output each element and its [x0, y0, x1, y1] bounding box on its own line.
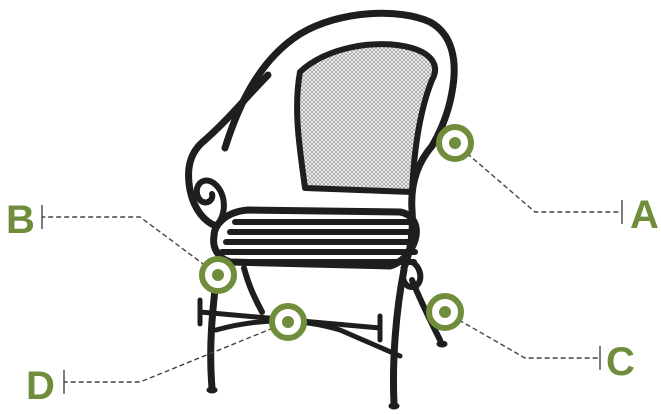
seat-slats: [218, 222, 415, 262]
callout-label-a: A: [630, 193, 659, 237]
leader-line-c: [445, 312, 600, 358]
back-left-leg: [244, 268, 262, 312]
callout-label-c: C: [606, 340, 635, 384]
foot-front-right: [389, 403, 399, 409]
callout-labels: A B C D: [6, 193, 659, 408]
callout-label-b: B: [6, 198, 35, 242]
marker-d: [272, 306, 304, 338]
marker-c: [429, 296, 461, 328]
marker-b: [202, 259, 234, 291]
marker-a: [439, 127, 471, 159]
leader-line-b: [42, 217, 218, 275]
foot-front-left: [207, 387, 217, 393]
leader-line-d: [64, 322, 288, 382]
front-right-leg: [393, 270, 404, 404]
chair-illustration: [189, 13, 455, 409]
seat-frame: [214, 210, 417, 266]
foot-back-right: [437, 341, 447, 347]
leader-line-a: [455, 143, 622, 212]
callout-label-d: D: [26, 364, 55, 408]
